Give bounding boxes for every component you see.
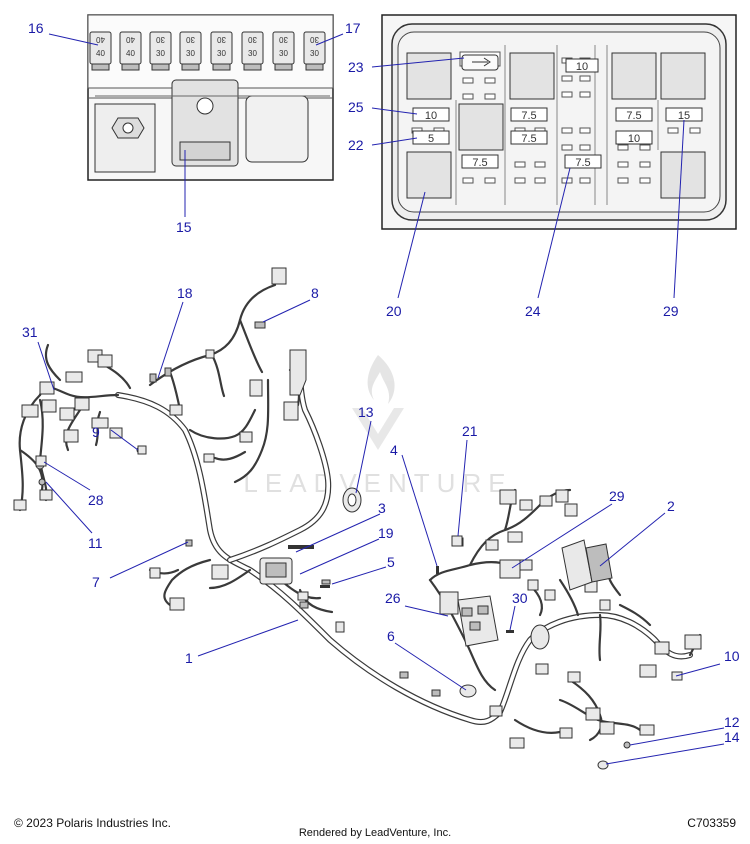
fuse-10-right: 10: [615, 130, 653, 145]
footer-rendered-by: Rendered by LeadVenture, Inc.: [298, 827, 452, 839]
callout-12: 12: [724, 714, 740, 730]
stud-and-busbar: [94, 79, 330, 173]
fuse-7-top-rating: 30: [279, 35, 288, 44]
callout-28: 28: [88, 492, 104, 508]
fuse-3-top-rating: 30: [156, 35, 165, 44]
callout-19: 19: [378, 525, 394, 541]
fuse-7-5-d-label: 7.5: [575, 157, 590, 169]
harness-components: [13, 267, 702, 770]
callout-25: 25: [348, 99, 364, 115]
fuse-8-top-rating: 30: [310, 35, 319, 44]
fuse-2-rating: 40: [126, 49, 135, 58]
footer-drawing-code: C703359: [687, 816, 736, 830]
fuse-7-5-c: 7.5: [461, 154, 499, 169]
callout-20: 20: [386, 303, 402, 319]
fuse-5-left: 5: [412, 130, 450, 145]
footer-copyright: © 2023 Polaris Industries Inc.: [14, 816, 171, 830]
callout-29-right: 29: [609, 488, 625, 504]
fuse-4-top-rating: 30: [186, 35, 195, 44]
callout-17: 17: [345, 20, 361, 36]
maxi-fuse-row: 40 40 40 40 30 30 30 30: [89, 31, 326, 71]
callout-31: 31: [22, 324, 38, 340]
callout-21: 21: [462, 423, 478, 439]
callout-23: 23: [348, 59, 364, 75]
fuse-8-rating: 30: [310, 49, 319, 58]
fuse-box-detail: 10 10 5 7.5 7.5 7.5 7.5 7.5: [381, 14, 737, 230]
relay-top-left: [406, 52, 452, 100]
fuse-6-rating: 30: [248, 49, 257, 58]
fuse-4-rating: 30: [186, 49, 195, 58]
fuse-1-rating: 40: [96, 49, 105, 58]
fuse-puller: [461, 54, 499, 71]
fuse-10-left-label: 10: [425, 110, 437, 122]
callout-16: 16: [28, 20, 44, 36]
callout-11: 11: [88, 535, 103, 551]
fuse-7-5-b-label: 7.5: [521, 133, 536, 145]
leader-lines: [37, 33, 725, 765]
fuse-10-top: 10: [565, 58, 599, 73]
callout-24: 24: [525, 303, 541, 319]
watermark-text: LEADVENTURE: [243, 468, 512, 498]
callout-6: 6: [387, 628, 395, 644]
fuse-7-rating: 30: [279, 49, 288, 58]
fuse-10-top-label: 10: [576, 61, 588, 73]
callout-15: 15: [176, 219, 192, 235]
fuse-5-rating: 30: [217, 49, 226, 58]
fuse-7-5-a: 7.5: [510, 107, 548, 122]
fuse-10-right-label: 10: [628, 133, 640, 145]
callout-10: 10: [724, 648, 740, 664]
callout-4: 4: [390, 442, 398, 458]
fuse-15-right-label: 15: [678, 110, 690, 122]
fuse-1-top-rating: 40: [96, 35, 105, 44]
callout-3: 3: [378, 500, 386, 516]
callout-18: 18: [177, 285, 193, 301]
relay-top-mid: [509, 52, 555, 100]
callout-26: 26: [385, 590, 401, 606]
fuse-7-5-b: 7.5: [510, 130, 548, 145]
callout-30: 30: [512, 590, 528, 606]
fuse-7-5-a-label: 7.5: [521, 110, 536, 122]
fuse-5-top-rating: 30: [217, 35, 226, 44]
relay-bottom-left: [406, 151, 452, 199]
callout-8: 8: [311, 285, 319, 301]
callout-1: 1: [185, 650, 193, 666]
callout-13: 13: [358, 404, 374, 420]
relay-bottom-right: [660, 151, 706, 199]
fuse-3-rating: 30: [156, 49, 165, 58]
fuse-7-5-e-label: 7.5: [626, 110, 641, 122]
fuse-5-left-label: 5: [428, 133, 434, 145]
fuse-6-top-rating: 30: [248, 35, 257, 44]
callout-5: 5: [387, 554, 395, 570]
relay-mid: [458, 103, 504, 151]
fuse-10-left: 10: [412, 107, 450, 122]
fuse-2-top-rating: 40: [126, 35, 135, 44]
fuse-7-5-c-label: 7.5: [472, 157, 487, 169]
fuse-15-right: 15: [665, 107, 703, 122]
callout-29-top: 29: [663, 303, 679, 319]
callout-2: 2: [667, 498, 675, 514]
fuse-strip-detail: 40 40 40 40 30 30 30 30: [87, 14, 334, 181]
fuse-7-5-e: 7.5: [615, 107, 653, 122]
fuse-7-5-d: 7.5: [564, 154, 602, 169]
relay-top-right-a: [611, 52, 657, 100]
callout-labels: 16 17 15 23 25 22 20 24 29 18 8 31 9 13 …: [22, 20, 740, 745]
callout-14: 14: [724, 729, 740, 745]
callout-9: 9: [92, 424, 100, 440]
relay-top-right-b: [660, 52, 706, 100]
callout-7: 7: [92, 574, 100, 590]
callout-22: 22: [348, 137, 364, 153]
